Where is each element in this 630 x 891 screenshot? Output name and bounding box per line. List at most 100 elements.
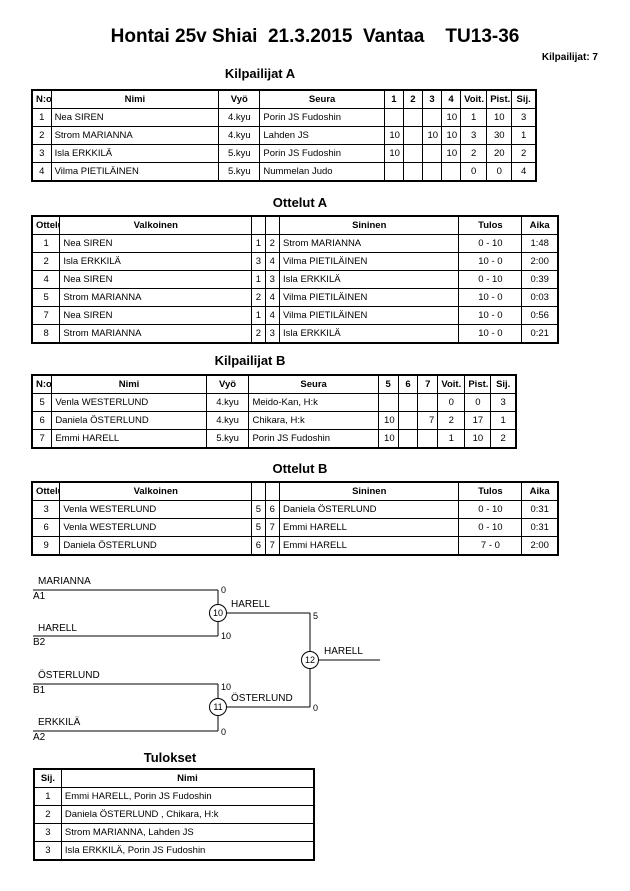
matches-b-header-row: OtteluValkoinenSininenTulosAika	[31, 481, 559, 501]
table-cell: Chikara, H:k	[248, 411, 379, 430]
table-cell: Vilma PIETILÄINEN	[279, 306, 460, 325]
table-cell: Isla ERKKILÄ, Porin JS Fudoshin	[60, 841, 315, 861]
bracket-bot1-name: ÖSTERLUND	[38, 670, 100, 681]
table-cell: 2:00	[521, 536, 559, 556]
bracket-top2-seed: B2	[33, 637, 46, 648]
table-cell: 20	[486, 144, 513, 163]
table-cell: 2	[511, 144, 537, 163]
table-cell: Daniela ÖSTERLUND	[51, 411, 207, 430]
table-cell: 1	[437, 429, 466, 449]
matches-a-title: Ottelut A	[272, 195, 328, 210]
table-cell: Nummelan Judo	[259, 162, 385, 182]
table-cell: 10 - 0	[458, 306, 523, 325]
table-cell: 6	[31, 518, 61, 537]
bracket-bot2-name: ERKKILÄ	[38, 717, 81, 728]
participants-count: Kilpailijat: 7	[541, 52, 598, 63]
table-cell: Porin JS Fudoshin	[259, 144, 385, 163]
table-cell: Emmi HARELL	[51, 429, 207, 449]
bracket-semi1-node: 10	[209, 604, 227, 622]
bracket-top1-score: 0	[221, 585, 227, 595]
table-cell: 0:31	[521, 518, 559, 537]
results-title: Tulokset	[143, 750, 197, 765]
table-cell: 4	[264, 306, 281, 325]
table-cell: 2	[33, 805, 62, 824]
page-title: Hontai 25v Shiai 21.3.2015 Vantaa TU13-3…	[110, 26, 520, 47]
table-cell: Daniela ÖSTERLUND , Chikara, H:k	[60, 805, 315, 824]
pool-a-title: Kilpailijat A	[224, 66, 296, 81]
table-cell: 7	[264, 536, 281, 556]
table-cell: 7	[264, 518, 281, 537]
pool-a-header-cell: N:o	[31, 89, 52, 109]
bracket-semi2-winner: ÖSTERLUND	[231, 693, 293, 704]
table-cell: Isla ERKKILÄ	[50, 144, 220, 163]
results-header-cell: Nimi	[60, 768, 315, 788]
table-cell: 0	[486, 162, 513, 182]
table-cell: 4	[511, 162, 537, 182]
table-cell: Vilma PIETILÄINEN	[50, 162, 220, 182]
table-cell: 4	[31, 162, 52, 182]
bracket-semi1-score: 5	[313, 611, 319, 621]
results-header-row: Sij.Nimi	[33, 768, 315, 788]
table-cell: 3	[31, 144, 52, 163]
table-cell: 3	[33, 841, 62, 861]
table-cell: 2	[490, 429, 517, 449]
results-header-cell: Sij.	[33, 768, 62, 788]
table-cell: 7	[31, 429, 53, 449]
table-cell: 10	[383, 144, 404, 163]
bracket-bot1-score: 10	[221, 682, 232, 692]
bracket-final-node: 12	[301, 651, 319, 669]
bracket-semi2-node: 11	[209, 698, 227, 716]
pool-b-title: Kilpailijat B	[214, 353, 286, 368]
table-cell: 1	[490, 411, 517, 430]
table-cell: Emmi HARELL	[279, 518, 460, 537]
table-cell: 3	[33, 823, 62, 842]
table-cell: 3	[264, 324, 281, 344]
table-cell: 1	[33, 787, 62, 806]
table-cell: Isla ERKKILÄ	[279, 324, 460, 344]
table-cell: Daniela ÖSTERLUND	[59, 536, 253, 556]
bracket-top2-score: 10	[221, 631, 232, 641]
table-cell: 5.kyu	[205, 429, 250, 449]
table-cell: 0:56	[521, 306, 559, 325]
table-cell: 6	[31, 411, 53, 430]
bracket-bot2-seed: A2	[33, 732, 46, 743]
table-cell: Strom MARIANNA, Lahden JS	[60, 823, 315, 842]
table-cell: Emmi HARELL, Porin JS Fudoshin	[60, 787, 315, 806]
table-cell: Porin JS Fudoshin	[248, 429, 379, 449]
bracket-final-winner: HARELL	[324, 646, 363, 657]
bracket-top1-seed: A1	[33, 591, 46, 602]
table-cell: Emmi HARELL	[279, 536, 460, 556]
table-cell: 2	[437, 411, 466, 430]
matches-b-header-cell: Aika	[521, 481, 559, 501]
table-cell: 7 - 0	[458, 536, 523, 556]
table-cell: 4.kyu	[205, 411, 250, 430]
bracket-bot1-seed: B1	[33, 685, 46, 696]
